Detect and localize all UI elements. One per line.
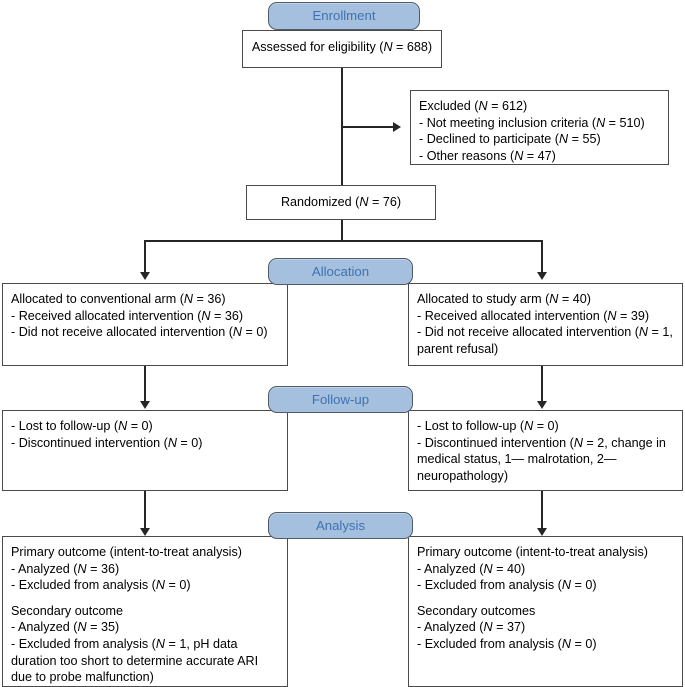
text-line: Excluded (N = 612) [419,99,528,113]
stage-pill-allocation-label: Allocation [311,263,370,279]
text-line [11,594,279,603]
arrowhead-analysis-left [139,528,150,536]
text-line: - Lost to follow-up (N = 0) [11,419,153,433]
text-line: - Did not receive allocated intervention… [417,325,673,356]
text-line: - Declined to participate (N = 55) [419,132,601,147]
arrowhead-followup-right [536,401,547,409]
analysis-conventional-arm-box: Primary outcome (intent-to-treat analysi… [2,536,288,687]
text-line: - Analyzed (N = 35) [11,620,120,635]
excluded-text: Excluded (N = 612) - Not meeting inclusio… [411,91,668,170]
followup-study-arm-text: - Lost to follow-up (N = 0) - Discontinue… [409,411,682,490]
text-line: Secondary outcome [11,603,124,618]
arrowhead-allocation-right [536,272,547,280]
excluded-box: Excluded (N = 612) - Not meeting inclusio… [410,90,669,165]
text-line: Allocated to study arm (N = 40) [417,292,591,306]
text-line: - Did not receive allocated intervention… [11,325,268,340]
stage-pill-followup[interactable]: Follow-up [268,386,413,413]
assessed-for-eligibility-box: Assessed for eligibility (N = 688) [242,30,442,68]
stage-pill-enrollment[interactable]: Enrollment [268,2,420,30]
allocated-study-arm-box: Allocated to study arm (N = 40) - Receive… [408,283,683,366]
text-line: - Excluded from analysis (N = 0) [417,578,597,593]
stage-pill-analysis-label: Analysis [315,517,366,533]
text-line: - Excluded from analysis (N = 0) [11,578,191,593]
text-line: - Other reasons (N = 47) [419,148,556,163]
allocated-conventional-arm-text: Allocated to conventional arm (N = 36) - … [3,284,287,347]
text-line: - Discontinued intervention (N = 2, chan… [417,435,666,483]
stage-pill-enrollment-label: Enrollment [312,8,376,24]
connector-follow-to-analysis-right [541,490,543,530]
analysis-study-arm-text: Primary outcome (intent-to-treat analysi… [409,537,682,659]
text-line: - Discontinued intervention (N = 0) [11,435,203,450]
text-line: - Lost to follow-up (N = 0) [417,419,559,433]
randomized-text: Randomized (N = 76) [247,186,435,217]
text-line: - Received allocated intervention (N = 3… [11,308,244,323]
connector-split-left [144,240,146,274]
text-line: - Not meeting inclusion criteria (N = 51… [419,115,645,130]
text-line: - Analyzed (N = 36) [11,561,120,576]
connector-alloc-to-follow-right [541,365,543,403]
stage-pill-followup-label: Follow-up [311,391,370,407]
arrowhead-to-excluded [393,121,401,132]
text-line: Allocated to conventional arm (N = 36) [11,292,226,306]
allocated-conventional-arm-box: Allocated to conventional arm (N = 36) - … [2,283,288,366]
connector-follow-to-analysis-left [144,490,146,530]
text-line: - Excluded from analysis (N = 0) [417,636,597,651]
arrowhead-allocation-left [139,272,150,280]
arrowhead-followup-left [139,401,150,409]
text-line: - Analyzed (N = 37) [417,620,526,635]
allocated-study-arm-text: Allocated to study arm (N = 40) - Receive… [409,284,682,363]
connector-alloc-to-follow-left [144,365,146,403]
connector-randomized-down [341,219,343,241]
arrowhead-analysis-right [536,528,547,536]
connector-randomized-split [144,240,542,242]
stage-pill-allocation[interactable]: Allocation [268,258,413,285]
text-line: - Excluded from analysis (N = 1, pH data… [11,636,259,685]
text-line: Secondary outcomes [417,603,536,618]
text-line: - Analyzed (N = 40) [417,561,526,576]
stage-pill-analysis[interactable]: Analysis [268,512,413,539]
followup-conventional-arm-text: - Lost to follow-up (N = 0) - Discontinue… [3,411,287,457]
text-line: Primary outcome (intent-to-treat analysi… [11,545,242,559]
followup-study-arm-box: - Lost to follow-up (N = 0) - Discontinue… [408,410,683,491]
followup-conventional-arm-box: - Lost to follow-up (N = 0) - Discontinue… [2,410,288,491]
connector-to-excluded [341,126,395,128]
analysis-study-arm-box: Primary outcome (intent-to-treat analysi… [408,536,683,687]
text-line: Primary outcome (intent-to-treat analysi… [417,545,648,559]
assessed-for-eligibility-text: Assessed for eligibility (N = 688) [243,31,441,62]
randomized-box: Randomized (N = 76) [246,185,436,220]
connector-split-right [541,240,543,274]
text-line [417,594,674,603]
text-line: - Received allocated intervention (N = 3… [417,308,650,323]
text-line: Randomized (N = 76) [280,195,402,209]
text-line: Assessed for eligibility (N = 688) [251,40,433,54]
analysis-conventional-arm-text: Primary outcome (intent-to-treat analysi… [3,537,287,687]
